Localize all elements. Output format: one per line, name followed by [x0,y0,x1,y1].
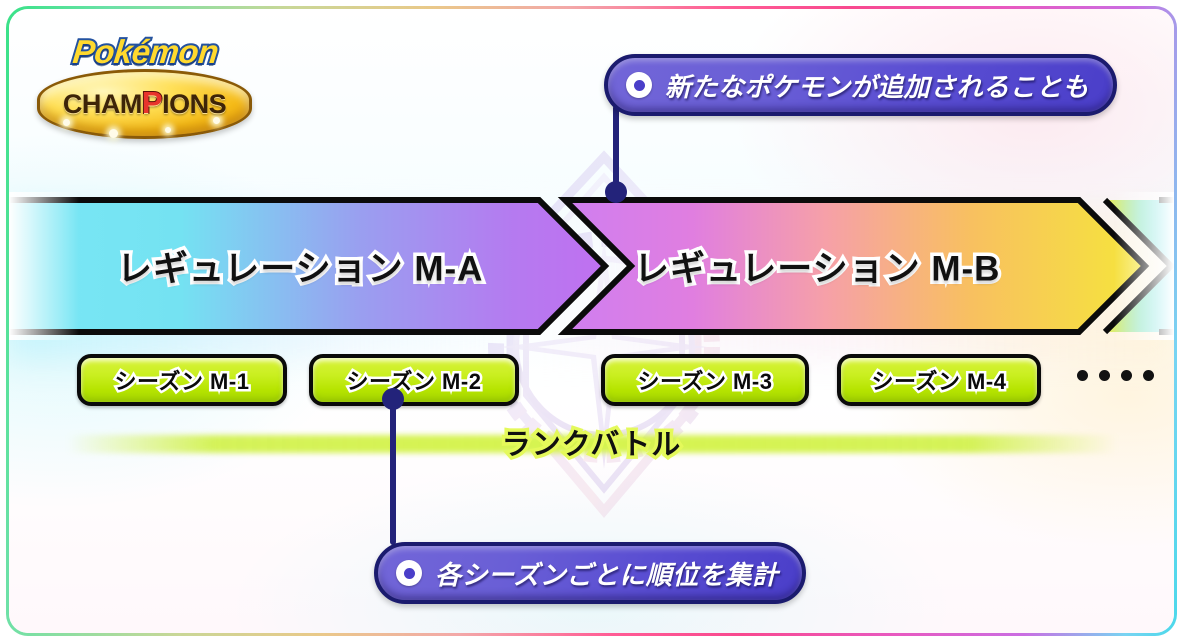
callout-season-ranking-text: 各シーズンごとに順位を集計 [435,559,779,590]
logo-sparkle [63,119,70,126]
rank-battle-strip: ランクバトル [9,421,1174,465]
logo-champions-pre: CHAM [62,89,143,119]
season-label-m-1: シーズン M-1 [112,367,251,397]
season-continuation-dots [1077,370,1154,381]
regulation-label-m-b: レギュレーション M-B [630,246,1002,292]
callout-new-pokemon-text: 新たなポケモンが追加されることも [665,71,1090,102]
rank-battle-label: ランクバトル [498,426,683,465]
season-label-m-2: シーズン M-2 [344,367,483,397]
logo-sparkle [165,127,171,133]
logo-sparkle [109,129,118,138]
season-label-m-4: シーズン M-4 [869,367,1008,397]
continuation-dot [1099,370,1110,381]
logo-gold-plate [37,69,252,139]
season-pill-m-3[interactable]: シーズン M-3 [601,354,809,406]
season-label-m-3: シーズン M-3 [635,367,774,397]
logo-champions-post: IONS [162,89,227,119]
regulation-banner-row: レギュレーション M-A レギュレーション M-B [9,192,1174,340]
season-pill-row: シーズン M-1 シーズン M-2 シーズン M-3 シーズン M-4 [9,354,1174,410]
callout-season-ranking[interactable]: 各シーズンごとに順位を集計 [374,542,807,604]
season-pill-m-4[interactable]: シーズン M-4 [837,354,1041,406]
callout-new-pokemon[interactable]: 新たなポケモンが追加されることも [604,54,1118,116]
target-icon [396,560,422,586]
content-frame: Pokémon CHAMPIONS [9,9,1174,633]
continuation-dot [1143,370,1154,381]
regulation-banner-shapes [9,192,1174,340]
season-pill-m-2[interactable]: シーズン M-2 [309,354,519,406]
pokemon-champions-logo: Pokémon CHAMPIONS [37,31,252,143]
continuation-dot [1121,370,1132,381]
logo-champions-p: P [141,84,164,121]
logo-pokemon-wordmark: Pokémon [69,31,222,72]
continuation-dot [1077,370,1088,381]
regulation-label-m-a: レギュレーション M-A [113,246,485,292]
logo-champions-wordmark: CHAMPIONS [37,84,252,121]
target-icon [626,72,652,98]
logo-sparkle [213,117,220,124]
rank-battle-glow [67,435,1117,453]
season-pill-m-1[interactable]: シーズン M-1 [77,354,287,406]
